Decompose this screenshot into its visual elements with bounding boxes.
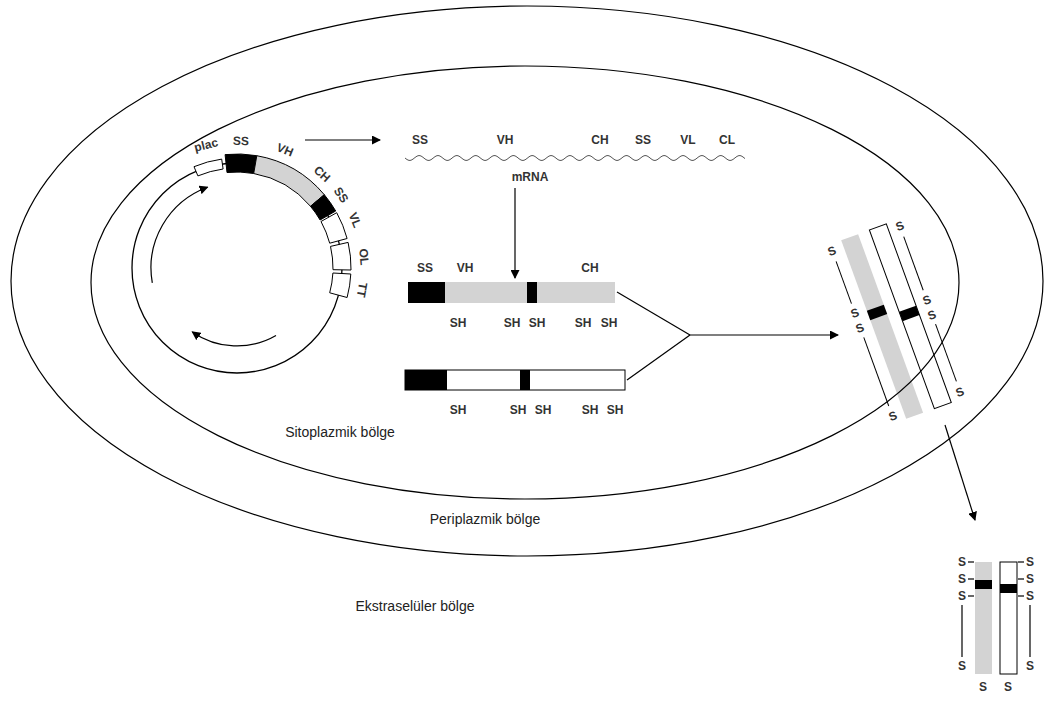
translation-arrow xyxy=(514,188,515,278)
disulfide-dash xyxy=(968,578,974,579)
chain-label: VH xyxy=(457,262,474,274)
disulfide-line xyxy=(936,324,957,381)
chain-domain xyxy=(405,370,447,390)
region-label: Ekstraselüler bölge xyxy=(355,599,474,614)
chain-domain xyxy=(405,370,625,390)
chain-label: SH xyxy=(582,404,599,416)
gene-label: CH xyxy=(312,163,333,184)
gene-label: VL xyxy=(346,211,363,230)
chain-label: SH xyxy=(510,404,527,416)
sulfur-label: S xyxy=(979,681,987,693)
sulfur-label: S xyxy=(1026,590,1034,602)
gene-label: TT xyxy=(355,282,369,299)
chain-domain xyxy=(899,306,919,322)
chain-domain xyxy=(1000,584,1017,593)
sulfur-label: S xyxy=(954,385,966,399)
chain-label: SH xyxy=(450,404,467,416)
region-label: Periplazmik bölge xyxy=(430,512,541,527)
sulfur-label: S xyxy=(1004,681,1012,693)
plasmid-segment xyxy=(321,213,347,244)
chain-domain xyxy=(975,562,992,674)
chain-domain xyxy=(408,282,445,303)
fab-fragment xyxy=(830,220,963,423)
sulfur-label: S xyxy=(849,306,861,320)
sulfur-label: S xyxy=(921,293,933,307)
chain-domain xyxy=(445,282,527,303)
ellipse-outline xyxy=(90,65,960,500)
mrna-strand xyxy=(405,156,745,161)
assembly-line xyxy=(627,335,690,380)
plasmid-segment xyxy=(254,156,325,207)
sulfur-label: S xyxy=(1026,660,1034,672)
sulfur-label: S xyxy=(958,556,966,568)
mrna-label: CH xyxy=(591,134,608,146)
disulfide-dash xyxy=(1018,578,1024,579)
disulfide-dash xyxy=(968,595,974,596)
membrane xyxy=(91,66,959,499)
plasmid-segment xyxy=(194,159,223,176)
plasmid-segment xyxy=(225,154,257,174)
sulfur-label: S xyxy=(958,573,966,585)
replication-arrow xyxy=(192,332,276,346)
plasmid-segment xyxy=(330,273,351,298)
disulfide-dash xyxy=(1018,595,1024,596)
chain-label: SH xyxy=(504,317,521,329)
gene-label: OL xyxy=(357,248,370,266)
chain-label: SH xyxy=(575,317,592,329)
gene-label: plac xyxy=(193,136,219,153)
sulfur-label: S xyxy=(894,219,906,233)
transcription-arrow xyxy=(305,139,380,140)
chain-label: SH xyxy=(535,404,552,416)
assembly-line xyxy=(617,292,690,335)
sulfur-label: S xyxy=(826,244,838,258)
region-label: Sitoplazmik bölge xyxy=(285,425,395,440)
periplasm-ellipse: Periplazmik bölge Sitoplazmik bölge xyxy=(10,5,1044,557)
replication-arrow xyxy=(151,187,208,283)
chain-domain xyxy=(869,224,951,409)
disulfide-dash xyxy=(968,561,974,562)
mrna-label: VH xyxy=(497,134,514,146)
cytoplasm-ellipse: Sitoplazmik bölge xyxy=(90,65,960,500)
disulfide-line xyxy=(836,261,851,303)
gene-label: SS xyxy=(331,185,350,205)
sulfur-label: S xyxy=(958,660,966,672)
sulfur-label: S xyxy=(1026,556,1034,568)
membrane xyxy=(11,6,1043,556)
chain-label: SH xyxy=(529,317,546,329)
mrna-label: mRNA xyxy=(512,171,549,183)
chain-domain xyxy=(520,370,530,390)
chain-domain xyxy=(1000,562,1017,674)
disulfide-line xyxy=(864,337,889,406)
ellipse-outline xyxy=(10,5,1044,557)
disulfide-line xyxy=(904,237,923,291)
sulfur-label: S xyxy=(926,308,938,322)
sulfur-label: S xyxy=(958,590,966,602)
chain-domain xyxy=(867,305,887,321)
gene-label: SS xyxy=(233,135,249,148)
mrna-label: CL xyxy=(719,134,735,146)
chain-domain xyxy=(537,282,615,303)
disulfide-line xyxy=(1029,605,1030,657)
disulfide-line xyxy=(961,605,962,657)
mrna-label: SS xyxy=(635,134,651,146)
chain-label: SS xyxy=(417,262,433,274)
chain-label: SH xyxy=(607,404,624,416)
gene-label: VH xyxy=(275,142,295,159)
secretion-arrow xyxy=(690,334,838,335)
mrna-label: VL xyxy=(680,134,695,146)
sulfur-label: S xyxy=(1026,573,1034,585)
sulfur-label: S xyxy=(887,409,899,423)
mrna-label: SS xyxy=(412,134,428,146)
chain-domain xyxy=(975,580,992,589)
disulfide-dash xyxy=(1018,561,1024,562)
sulfur-label: S xyxy=(855,321,867,335)
chain-label: SH xyxy=(601,317,618,329)
chain-domain xyxy=(527,282,537,303)
chain-label: CH xyxy=(581,262,598,274)
plasmid-segment xyxy=(331,242,352,270)
chain-label: SH xyxy=(450,317,467,329)
